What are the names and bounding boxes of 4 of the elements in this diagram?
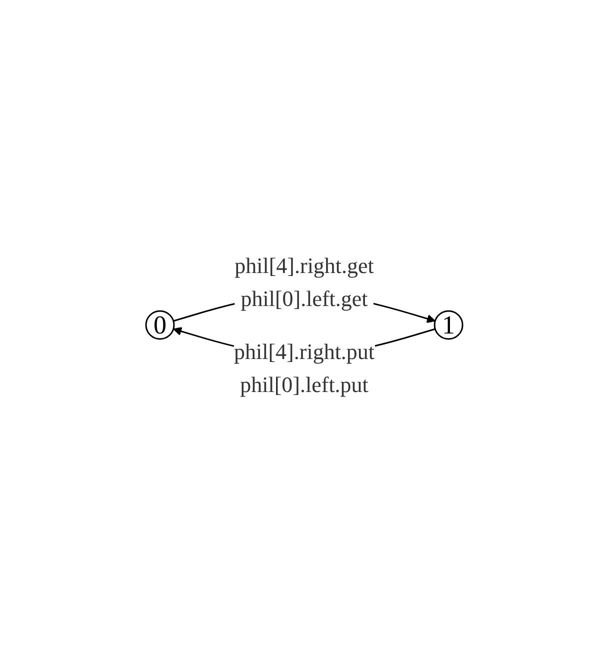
- node-circle: 0: [145, 310, 175, 340]
- edge-label: phil[4].right.get phil[0].left.get: [234, 252, 374, 310]
- node-circle: 1: [434, 310, 464, 340]
- edge-label: phil[4].right.put phil[0].left.put: [234, 338, 375, 396]
